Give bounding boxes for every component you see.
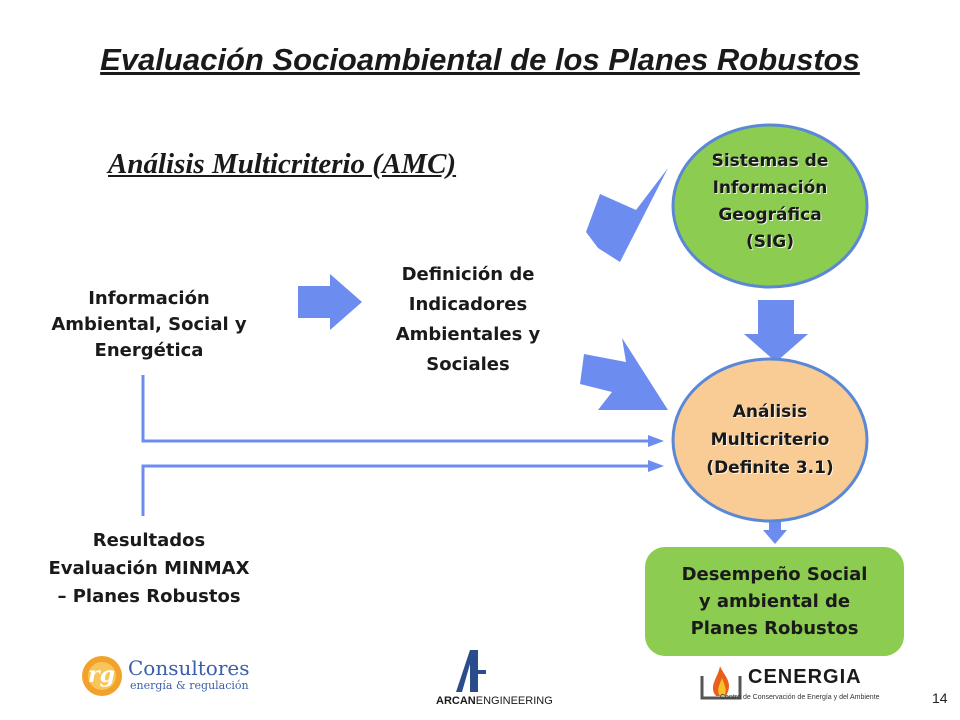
sig-node-label: Sistemas de Información Geográfica (SIG) bbox=[711, 151, 829, 252]
sig-node bbox=[671, 123, 869, 289]
arcan-logo-wordmark: ARCANENGINEERING bbox=[436, 695, 553, 707]
slide-title: Evaluación Socioambiental de los Planes … bbox=[100, 42, 860, 77]
cenergia-logo: CENERGIA Centro de Conservación de Energ… bbox=[698, 654, 894, 710]
cenergia-logo-icon bbox=[700, 666, 742, 700]
arcan-logo-icon bbox=[456, 650, 486, 692]
connector-results-arrowhead bbox=[648, 460, 664, 472]
connector-results-to-amc bbox=[141, 464, 650, 516]
rg-consultores-logo: rg Consultores energía & regulación bbox=[80, 654, 250, 700]
arcan-logo: ARCANENGINEERING bbox=[426, 648, 553, 712]
arrow-to-sig bbox=[586, 168, 668, 262]
amc-node bbox=[671, 357, 869, 523]
performance-node-label: Desempeño Social y ambiental de Planes R… bbox=[681, 564, 868, 639]
arrow-amc-to-performance bbox=[763, 518, 787, 544]
slide-subtitle: Análisis Multicriterio (AMC) bbox=[108, 148, 457, 180]
rg-logo-icon bbox=[82, 656, 122, 696]
arrow-info-to-indicators bbox=[298, 274, 362, 330]
amc-node-label: Análisis Multicriterio (Definite 3.1) bbox=[706, 402, 834, 478]
results-node-label: Resultados Evaluación MINMAX – Planes Ro… bbox=[48, 530, 250, 607]
arrow-sig-to-amc bbox=[744, 300, 808, 362]
connector-info-to-amc bbox=[141, 375, 650, 443]
connector-info-arrowhead bbox=[648, 435, 664, 447]
performance-node bbox=[645, 547, 904, 656]
arrow-to-amc bbox=[580, 338, 668, 410]
indicators-node-label: Definición de Indicadores Ambientales y … bbox=[395, 264, 541, 375]
info-node-label: Información Ambiental, Social y Energéti… bbox=[51, 288, 247, 361]
page-number: 14 bbox=[932, 690, 948, 706]
